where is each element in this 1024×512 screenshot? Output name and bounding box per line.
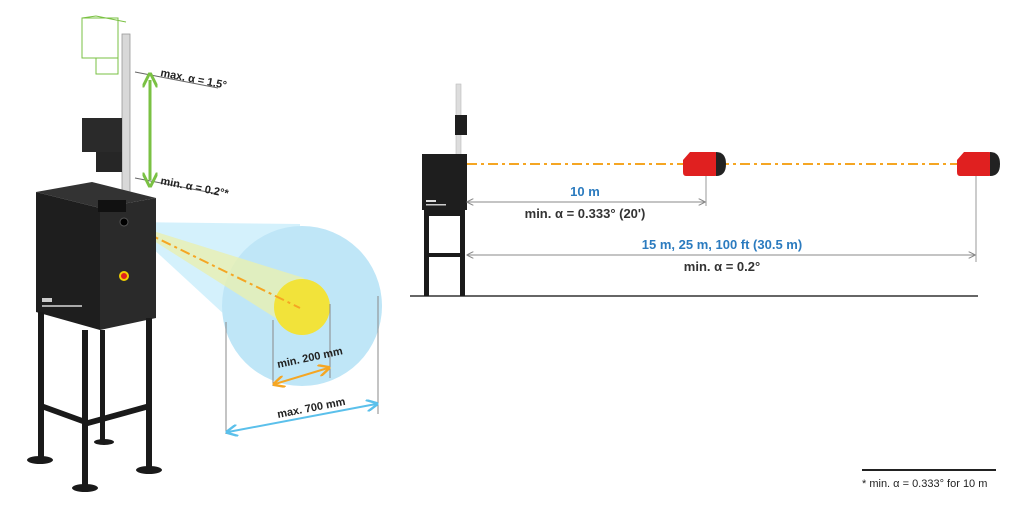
adjust-max-label: max. α = 1.5°	[159, 67, 227, 92]
machine-side-view	[422, 83, 467, 296]
near-angle-label: min. α = 0.333° (20')	[525, 206, 646, 221]
near-distance-label: 10 m	[570, 184, 600, 199]
far-angle-label: min. α = 0.2°	[684, 259, 760, 274]
footnote-text: * min. α = 0.333° for 10 m	[862, 478, 988, 490]
projector-lens	[119, 217, 129, 227]
machine-stand	[27, 312, 162, 492]
mast-pole	[121, 33, 131, 205]
projector-max-position-outline	[81, 15, 127, 75]
machine-cabinet	[36, 182, 156, 330]
height-adjust-indicator: max. α = 1.5° min. α = 0.2°*	[134, 67, 230, 200]
inner-light-cone	[124, 222, 304, 336]
inner-spot	[274, 279, 330, 335]
emergency-stop-button	[119, 271, 129, 281]
projector-head	[82, 118, 122, 172]
far-distance-label: 15 m, 25 m, 100 ft (30.5 m)	[642, 237, 802, 252]
target-near	[683, 152, 726, 206]
max-spot-arrow	[228, 404, 376, 432]
min-spot-arrow	[275, 368, 328, 384]
adjust-min-label: min. α = 0.2°*	[159, 175, 230, 200]
beam-axis	[123, 221, 301, 309]
target-far	[957, 152, 1000, 262]
left-view: max. α = 1.5° min. α = 0.2°* min. 200 mm…	[27, 15, 382, 492]
right-view: 10 m min. α = 0.333° (20') 15 m, 25 m, 1…	[410, 83, 1000, 297]
